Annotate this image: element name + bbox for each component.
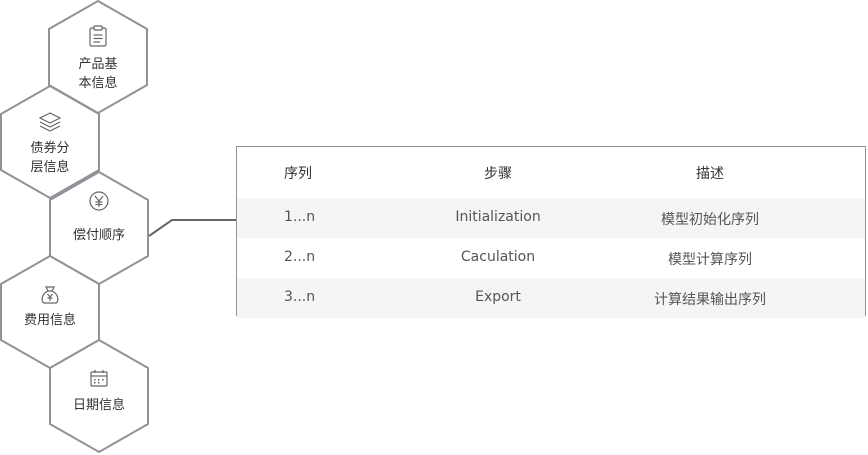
calendar-icon [90,370,108,387]
table-header-row: 序列 步骤 描述 [237,152,865,192]
layers-icon [38,112,62,132]
sequence-table: 序列 步骤 描述 1...n Initialization 模型初始化序列 2.… [236,146,866,318]
cell-sequence: 2...n [284,249,316,265]
hexagon-label-payment-order: 偿付顺序 [72,228,125,243]
cell-sequence: 1...n [284,209,316,225]
cell-description-text: 计算结果输出序列 [654,292,766,308]
cell-step-text: Caculation [460,249,536,265]
hexagon-bond-tranche-info[interactable] [0,84,100,200]
cell-sequence: 3...n [284,289,316,305]
table-row: 2...n Caculation 模型计算序列 [237,238,865,278]
hexagon-label-bond-tranche-info: 债券分 层信息 [30,141,70,175]
cell-description-text: 模型计算序列 [668,252,752,268]
header-description-text: 描述 [696,166,724,182]
table-row: 1...n Initialization 模型初始化序列 [237,198,865,238]
connector-line [148,219,250,237]
hexagon-date-info[interactable] [49,338,149,454]
yen-coin-icon [89,191,109,211]
header-step-text: 步骤 [484,166,512,182]
hexagon-label-product-info: 产品基 本信息 [78,57,118,91]
table-row: 3...n Export 计算结果输出序列 [237,278,865,318]
money-bag-icon [41,286,59,304]
cell-step-text: Initialization [455,209,541,225]
header-sequence: 序列 [284,166,312,182]
hexagon-label-date-info: 日期信息 [72,398,125,413]
hexagon-label-fee-info: 费用信息 [23,313,76,328]
clipboard-icon [89,25,107,47]
cell-step-text: Export [475,289,521,305]
cell-description-text: 模型初始化序列 [661,212,759,228]
